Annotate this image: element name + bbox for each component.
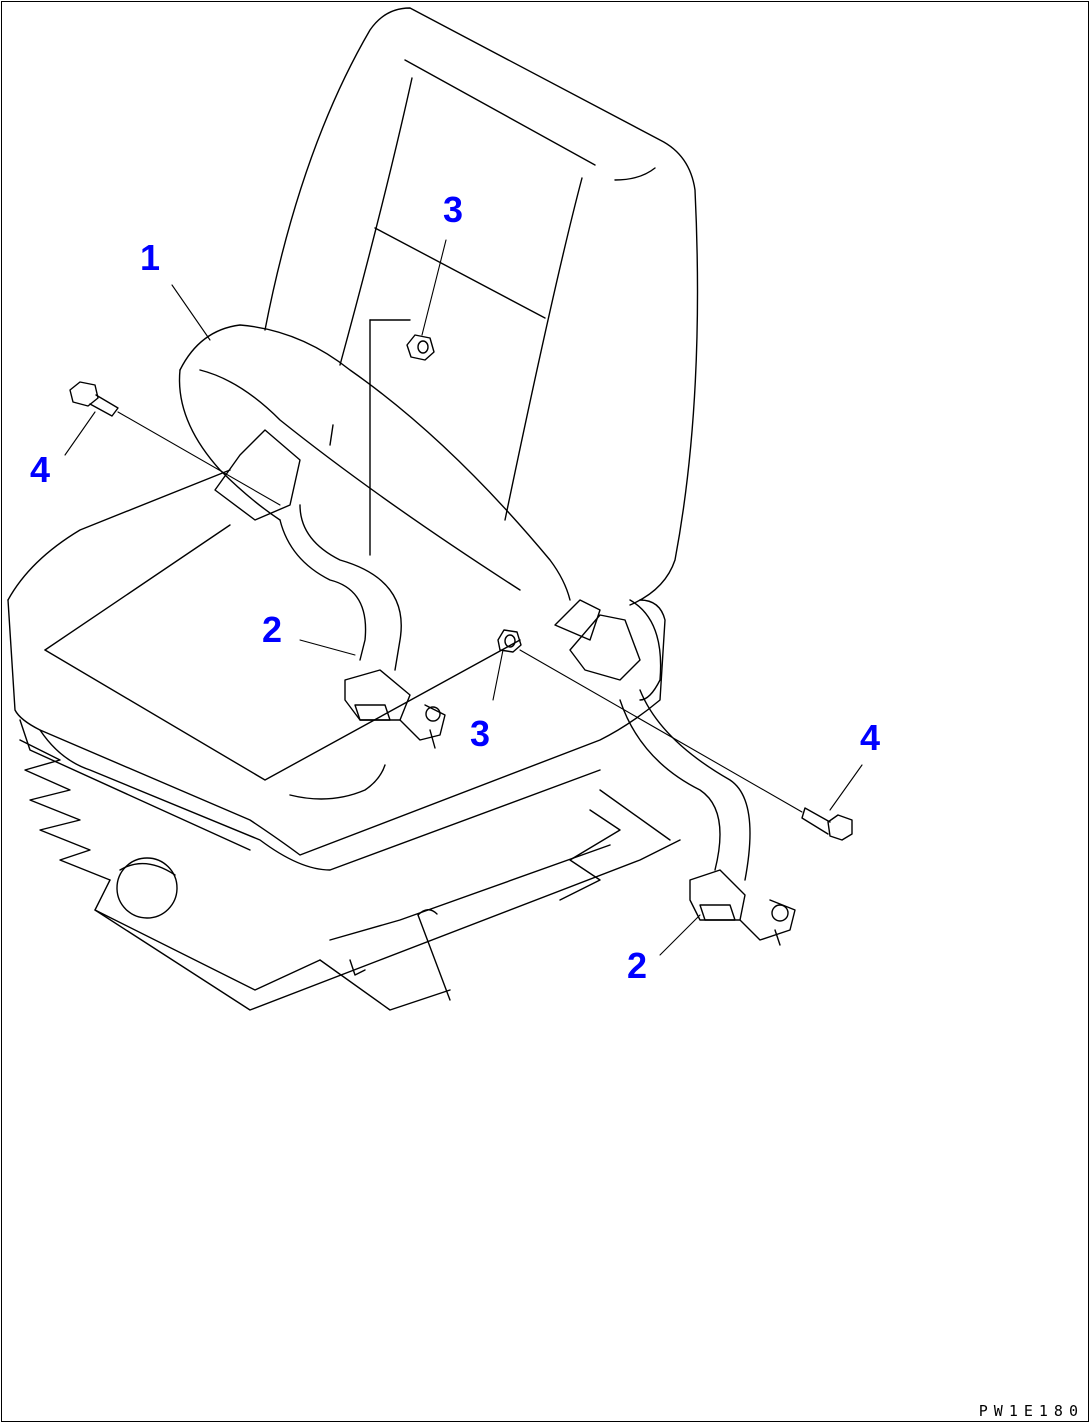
buckle-right <box>689 869 796 946</box>
callout-3-lower: 3 <box>470 713 491 754</box>
callout-2-left: 2 <box>262 609 283 650</box>
callout-1: 1 <box>140 237 161 278</box>
seat-backrest <box>264 7 699 606</box>
callout-4-right: 4 <box>860 717 881 758</box>
seat-cushion <box>7 469 666 871</box>
callout-4-left: 4 <box>30 449 51 490</box>
bolt-left <box>69 381 281 506</box>
nut-upper <box>406 334 435 361</box>
leader-lines <box>64 239 863 956</box>
callout-2-right: 2 <box>627 945 648 986</box>
callout-3-upper: 3 <box>443 189 464 230</box>
seat-belt-strap <box>178 324 751 881</box>
drawing-code: PW1E180 <box>978 1402 1084 1420</box>
nut-lower <box>497 629 522 653</box>
buckle-left <box>344 669 446 749</box>
bolt-right <box>519 649 853 841</box>
seat-suspension <box>19 739 681 1011</box>
